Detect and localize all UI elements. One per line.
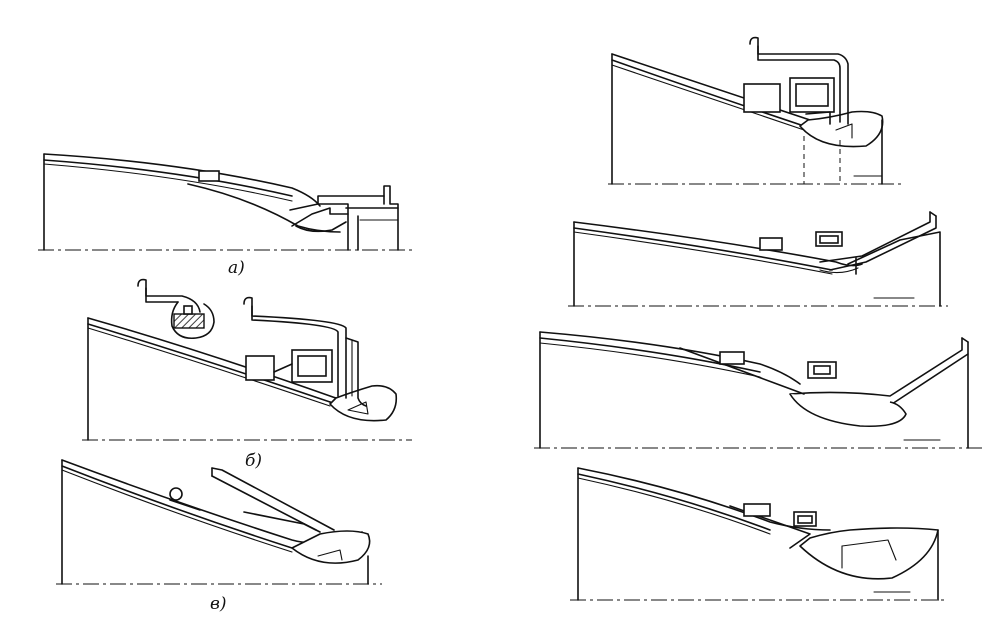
label-v: в) [210, 594, 227, 614]
diagram-v [56, 459, 382, 585]
label-b: б) [245, 451, 263, 471]
diagram-a [38, 153, 412, 251]
diagram-right-3 [534, 331, 986, 449]
diagram-b [82, 278, 412, 441]
diagram-right-1 [608, 36, 902, 185]
label-a: а) [228, 258, 245, 278]
diagram-right-4 [570, 467, 948, 601]
diagram-right-2 [568, 211, 948, 307]
